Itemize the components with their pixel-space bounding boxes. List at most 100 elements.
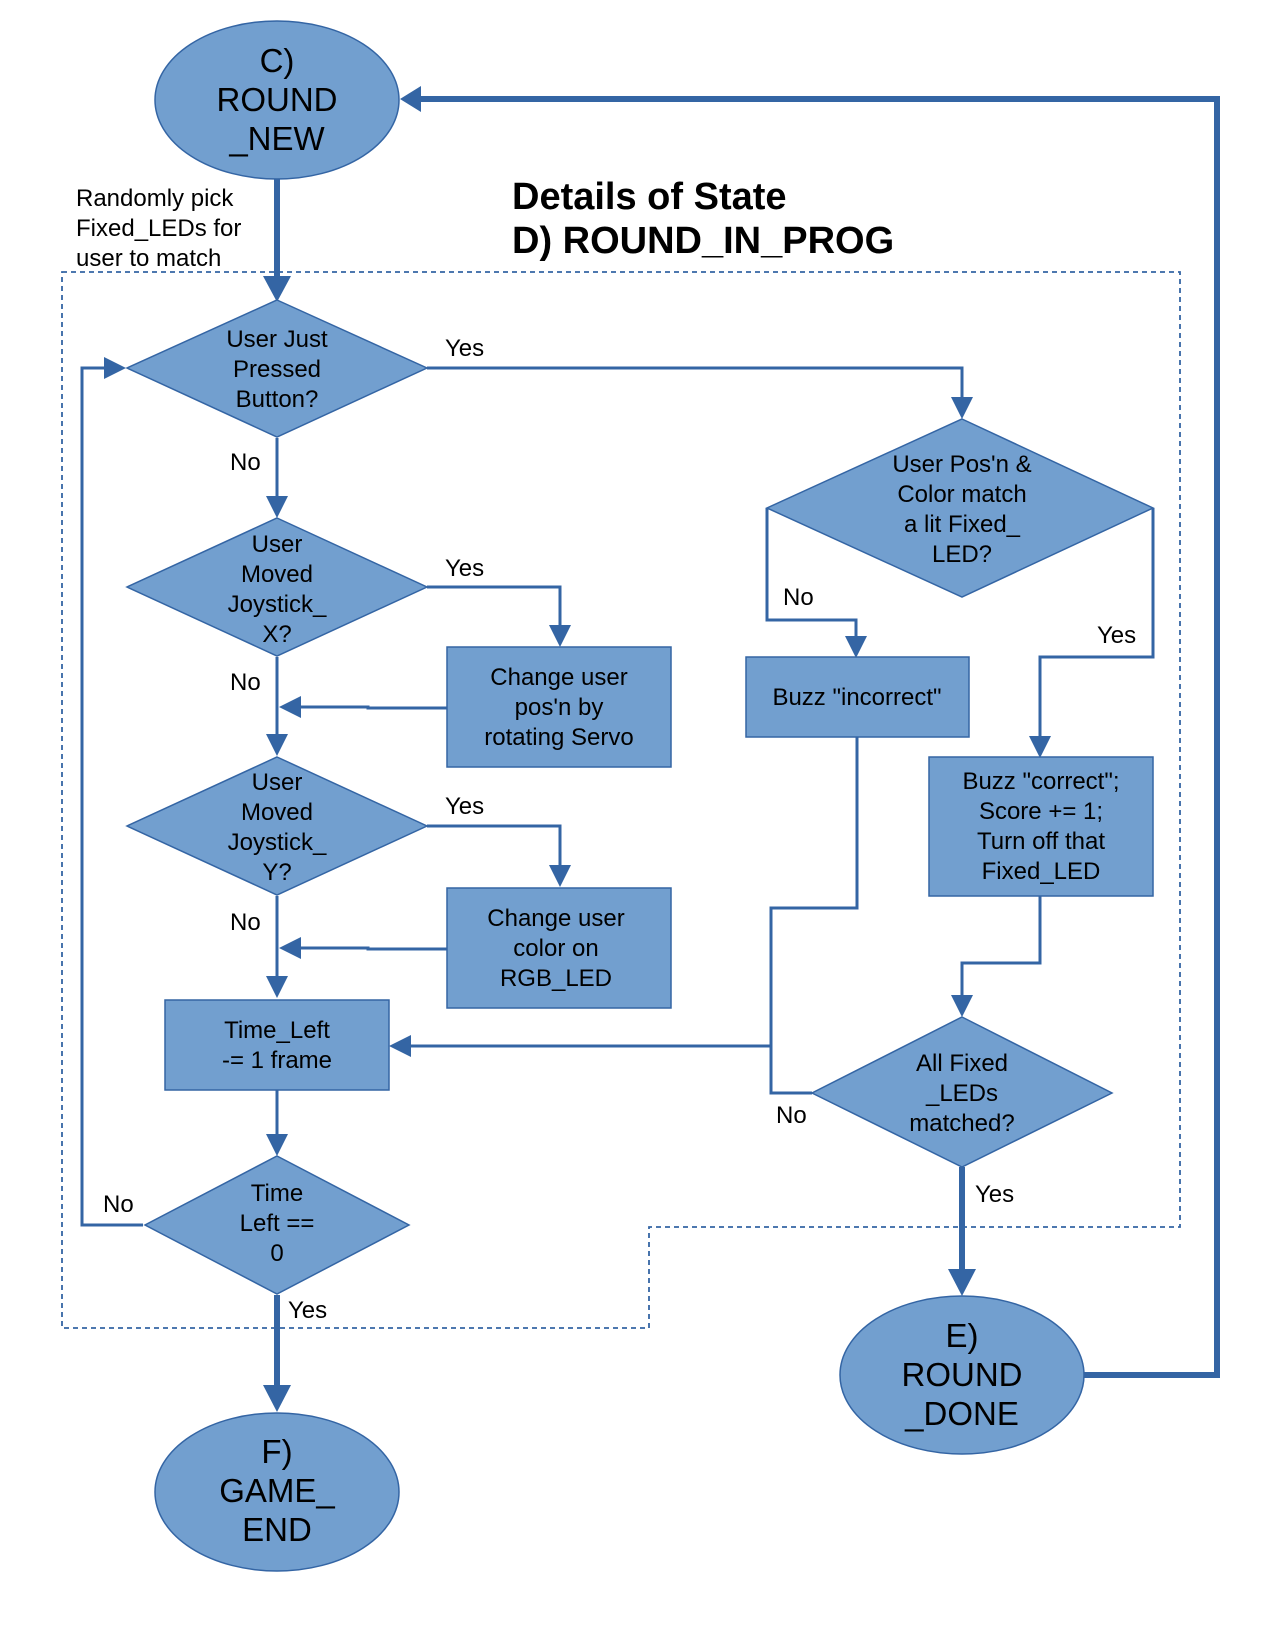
- label-pressed-no: No: [230, 449, 261, 476]
- edge-zero-no: [80, 366, 143, 1227]
- node-round-done: E) ROUND _DONE: [839, 1295, 1085, 1455]
- label-zero-yes: Yes: [288, 1297, 327, 1324]
- arrowhead: [845, 636, 867, 658]
- node-label: Time_Left: [224, 1017, 330, 1044]
- node-label: Left ==: [240, 1210, 315, 1237]
- node-label: ROUND: [217, 81, 338, 118]
- node-label: Turn off that: [977, 828, 1105, 855]
- edge-incorrect-to-timedec: [410, 737, 859, 1048]
- node-label: _NEW: [228, 120, 325, 157]
- label-all-yes: Yes: [975, 1181, 1014, 1208]
- arrowhead: [951, 995, 973, 1017]
- edge-match-yes: [1038, 508, 1155, 738]
- node-change-color: Change user color on RGB_LED: [446, 887, 672, 1009]
- node-game-end: F) GAME_ END: [154, 1412, 400, 1572]
- diagram-title: Details of State D) ROUND_IN_PROG: [512, 176, 894, 262]
- edge-labels: Yes No Yes No Yes No No Yes No Yes No Ye…: [103, 335, 1136, 1324]
- arrowhead: [389, 1035, 411, 1057]
- node-label: color on: [513, 935, 598, 962]
- node-label: Y?: [262, 859, 291, 886]
- node-label: Moved: [241, 561, 313, 588]
- node-label: _LEDs: [925, 1080, 998, 1107]
- node-label: matched?: [909, 1110, 1014, 1137]
- edge-pressed-yes: [427, 366, 964, 400]
- label-x-yes: Yes: [445, 555, 484, 582]
- node-label: Pressed: [233, 356, 321, 383]
- node-label: All Fixed: [916, 1050, 1008, 1077]
- node-label: 0: [270, 1240, 283, 1267]
- node-label: Change user: [490, 664, 627, 691]
- node-buzz-correct: Buzz "correct"; Score += 1; Turn off tha…: [928, 756, 1154, 897]
- node-label: User: [252, 769, 303, 796]
- node-label: a lit Fixed_: [904, 511, 1021, 538]
- node-moved-y: User Moved Joystick_ Y?: [125, 756, 429, 896]
- node-label: Time: [251, 1180, 303, 1207]
- label-y-yes: Yes: [445, 793, 484, 820]
- node-label: Fixed_LED: [982, 858, 1101, 885]
- node-moved-x: User Moved Joystick_ X?: [125, 517, 429, 657]
- node-label: RGB_LED: [500, 965, 612, 992]
- title-line-2: D) ROUND_IN_PROG: [512, 220, 894, 262]
- node-label: Buzz "correct";: [962, 768, 1119, 795]
- node-label: User: [252, 531, 303, 558]
- node-label: ROUND: [902, 1356, 1023, 1393]
- arrowhead: [266, 976, 288, 998]
- edge-changepos-return: [298, 705, 447, 710]
- edge-y-yes: [427, 824, 562, 868]
- node-all-matched: All Fixed _LEDs matched?: [810, 1016, 1114, 1168]
- random-pick-note: Randomly pick Fixed_LEDs for user to mat…: [76, 185, 241, 272]
- arrowhead: [1029, 736, 1051, 758]
- node-label: X?: [262, 621, 291, 648]
- node-label: END: [242, 1511, 312, 1548]
- arrowhead: [951, 397, 973, 419]
- label-match-no: No: [783, 584, 814, 611]
- node-label: rotating Servo: [484, 724, 633, 751]
- node-label: Joystick_: [228, 591, 327, 618]
- edge-match-no: [765, 508, 858, 637]
- node-label: _DONE: [904, 1395, 1019, 1432]
- node-round-new: C) ROUND _NEW: [154, 20, 400, 180]
- node-label: C): [260, 42, 295, 79]
- node-buzz-incorrect: Buzz "incorrect": [745, 656, 970, 738]
- node-time-zero: Time Left == 0: [143, 1155, 411, 1295]
- note-line: Fixed_LEDs for: [76, 215, 241, 242]
- label-match-yes: Yes: [1097, 622, 1136, 649]
- node-label: User Pos'n &: [892, 451, 1031, 478]
- node-label: Change user: [487, 905, 624, 932]
- arrowhead: [549, 625, 571, 647]
- title-line-1: Details of State: [512, 176, 787, 218]
- node-label: Button?: [236, 386, 319, 413]
- state-boundary: [61, 271, 1181, 1329]
- label-all-no: No: [776, 1102, 807, 1129]
- edge-correct-to-all: [960, 896, 1042, 996]
- note-line: Randomly pick: [76, 185, 234, 212]
- node-label: GAME_: [219, 1472, 335, 1509]
- node-position-match: User Pos'n & Color match a lit Fixed_ LE…: [765, 418, 1155, 598]
- label-zero-no: No: [103, 1191, 134, 1218]
- node-label: Color match: [897, 481, 1026, 508]
- node-label: -= 1 frame: [222, 1047, 332, 1074]
- edge-rounddone-to-roundnew: [420, 96, 1220, 1378]
- label-x-no: No: [230, 669, 261, 696]
- arrowhead: [266, 734, 288, 756]
- arrowhead: [948, 1269, 976, 1296]
- connectors: [80, 86, 1220, 1412]
- arrowhead: [104, 357, 126, 379]
- node-label: LED?: [932, 541, 992, 568]
- edge-changecolor-return: [298, 946, 447, 951]
- arrowhead: [266, 496, 288, 518]
- node-time-decrement: Time_Left -= 1 frame: [164, 999, 390, 1091]
- label-pressed-yes: Yes: [445, 335, 484, 362]
- node-label: Joystick_: [228, 829, 327, 856]
- node-change-position: Change user pos'n by rotating Servo: [446, 646, 672, 768]
- arrowhead: [263, 276, 291, 302]
- arrowhead: [279, 937, 301, 959]
- node-label: pos'n by: [515, 694, 604, 721]
- arrowhead: [263, 1385, 291, 1412]
- node-user-pressed: User Just Pressed Button?: [125, 299, 429, 438]
- node-label: Moved: [241, 799, 313, 826]
- arrowhead: [279, 696, 301, 718]
- node-label: Buzz "incorrect": [772, 684, 941, 711]
